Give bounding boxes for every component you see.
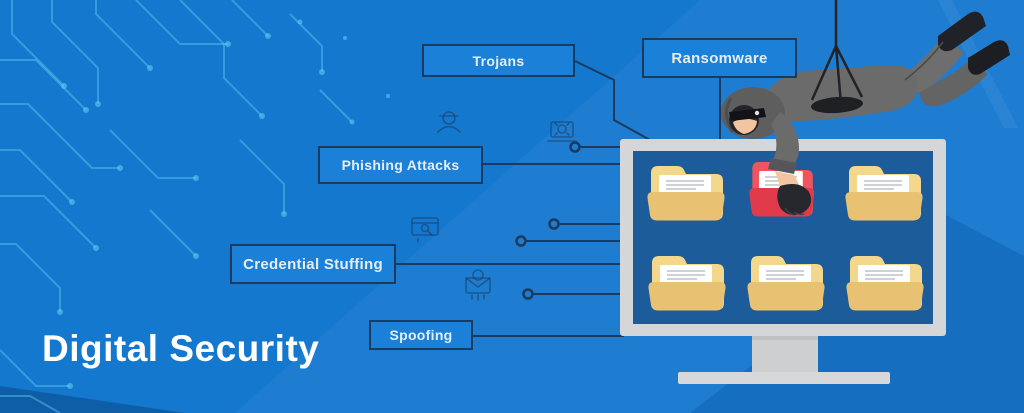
cuff — [768, 158, 797, 174]
label-spoofing: Spoofing — [369, 320, 473, 350]
browser-search-icon — [411, 217, 439, 243]
label-credential-stuffing: Credential Stuffing — [230, 244, 396, 284]
label-spoofing-text: Spoofing — [389, 327, 453, 343]
hacker-figure — [721, 0, 1010, 216]
monitor-base — [678, 372, 890, 384]
label-trojans-text: Trojans — [472, 52, 525, 69]
mail-bug-icon — [465, 269, 491, 301]
page-title: Digital Security — [42, 328, 320, 369]
folder-icon — [844, 165, 924, 222]
torso — [765, 65, 918, 121]
monitor-stand — [752, 336, 818, 374]
sleeve — [771, 112, 799, 169]
harness — [811, 96, 863, 114]
label-credential-stuffing-text: Credential Stuffing — [243, 255, 383, 273]
face-skin — [733, 118, 757, 134]
folder-icon — [647, 255, 727, 312]
shoe-far-icon — [968, 40, 1010, 75]
shoe-near-icon — [938, 11, 986, 52]
laptop-bug-icon — [547, 121, 577, 142]
circuit-pattern — [0, 0, 438, 413]
label-phishing-attacks: Phishing Attacks — [318, 146, 483, 184]
label-ransomware: Ransomware — [642, 38, 797, 78]
label-phishing-attacks-text: Phishing Attacks — [341, 157, 460, 173]
folder-icon — [746, 255, 826, 312]
folder-icon — [845, 255, 925, 312]
label-ransomware-text: Ransomware — [671, 49, 768, 67]
label-trojans: Trojans — [422, 44, 575, 77]
rope-icon — [810, 0, 864, 105]
spy-icon — [437, 111, 461, 133]
folder-icon — [646, 165, 726, 222]
connector-lines — [396, 60, 721, 337]
glove-icon — [777, 184, 812, 215]
